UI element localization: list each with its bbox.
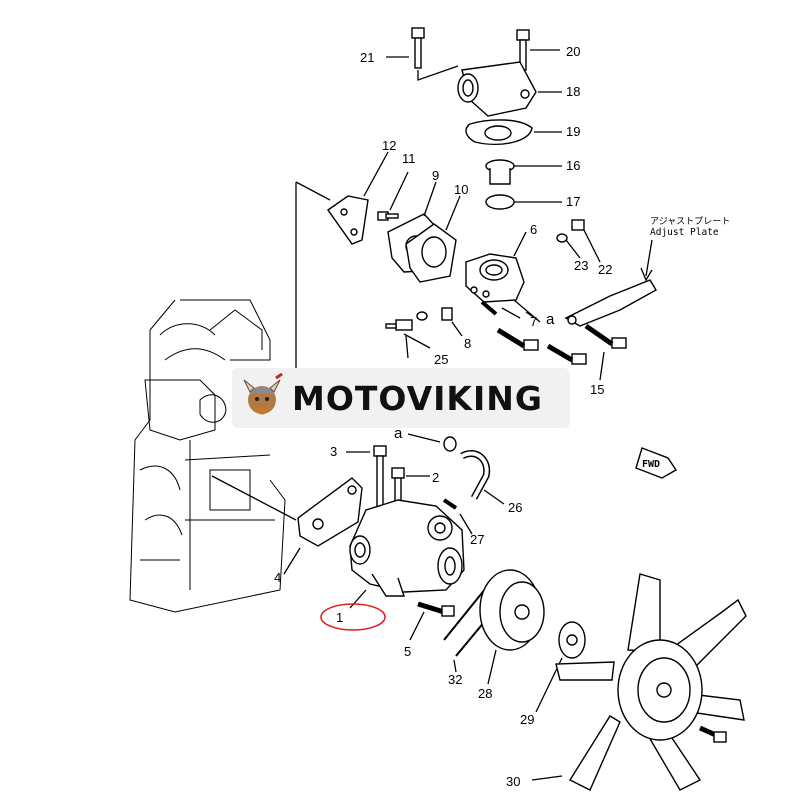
part-label-23: 23 bbox=[574, 258, 588, 273]
gasket-4 bbox=[283, 477, 363, 575]
part-label-15: 15 bbox=[590, 382, 604, 397]
bolt-11 bbox=[377, 171, 409, 221]
part-label-19: 19 bbox=[566, 124, 580, 139]
hose-26 bbox=[443, 436, 505, 505]
brand-name: MOTOVIKING bbox=[292, 378, 543, 418]
part-label-3: 3 bbox=[330, 444, 337, 459]
part-label-32: 32 bbox=[448, 672, 462, 687]
seal-7 bbox=[480, 300, 521, 319]
adjust-plate bbox=[564, 239, 657, 327]
part-label-5: 5 bbox=[404, 644, 411, 659]
part-label-7: 7 bbox=[530, 314, 537, 329]
thermostat-cover-18 bbox=[457, 61, 562, 117]
part-label-11: 11 bbox=[402, 151, 416, 166]
housing-10 bbox=[405, 195, 461, 283]
part-label-18: 18 bbox=[566, 84, 580, 99]
marker-a-upper: a bbox=[546, 311, 555, 328]
bolt-5 bbox=[409, 601, 455, 641]
spacer-29 bbox=[535, 621, 586, 713]
water-pump-1 bbox=[349, 499, 465, 609]
part-label-21: 21 bbox=[360, 50, 374, 65]
part-label-8: 8 bbox=[464, 336, 471, 351]
part-label-4: 4 bbox=[274, 570, 281, 585]
o-ring-17 bbox=[485, 194, 562, 210]
part-label-28: 28 bbox=[478, 686, 492, 701]
marker-a-lower: a bbox=[394, 425, 403, 442]
part-label-6: 6 bbox=[530, 222, 537, 237]
bolt-20 bbox=[516, 29, 560, 71]
sensor-25 bbox=[385, 311, 431, 359]
bolt-15 bbox=[584, 323, 627, 381]
part-label-26: 26 bbox=[508, 500, 522, 515]
washer-23 bbox=[556, 233, 581, 259]
part-label-16: 16 bbox=[566, 158, 580, 173]
part-label-10: 10 bbox=[454, 182, 468, 197]
part-label-27: 27 bbox=[470, 532, 484, 547]
brand-banner: MOTOVIKING bbox=[232, 368, 570, 428]
pulley-28 bbox=[479, 569, 545, 685]
gasket-12 bbox=[327, 151, 389, 245]
highlight-ellipse bbox=[320, 603, 386, 631]
part-label-22: 22 bbox=[598, 262, 612, 277]
adjust-plate-caption-jp: アジャストプレート bbox=[650, 216, 730, 227]
part-label-2: 2 bbox=[432, 470, 439, 485]
fan-30 bbox=[531, 573, 747, 791]
adjust-plate-caption-en: Adjust Plate bbox=[650, 227, 719, 238]
water-flange-6 bbox=[465, 231, 541, 323]
part-label-1: 1 bbox=[336, 610, 343, 625]
part-label-30: 30 bbox=[506, 774, 520, 789]
engine-block bbox=[129, 299, 286, 613]
bolt-set-5-6 bbox=[496, 327, 587, 365]
part-label-25: 25 bbox=[434, 352, 448, 367]
part-label-17: 17 bbox=[566, 194, 580, 209]
bolt-fan bbox=[698, 725, 727, 743]
part-label-9: 9 bbox=[432, 168, 439, 183]
thermostat-16 bbox=[485, 159, 562, 185]
pipe-27 bbox=[442, 498, 473, 535]
plug-8 bbox=[441, 307, 463, 337]
viking-logo-icon bbox=[243, 372, 283, 415]
part-label-20: 20 bbox=[566, 44, 580, 59]
gasket-19 bbox=[465, 119, 562, 145]
part-label-29: 29 bbox=[520, 712, 534, 727]
plug-22 bbox=[571, 219, 601, 263]
fwd-arrow-icon: FWD bbox=[635, 447, 677, 479]
bolt-21 bbox=[386, 27, 425, 69]
fwd-label: FWD bbox=[642, 459, 660, 470]
part-label-12: 12 bbox=[382, 138, 396, 153]
